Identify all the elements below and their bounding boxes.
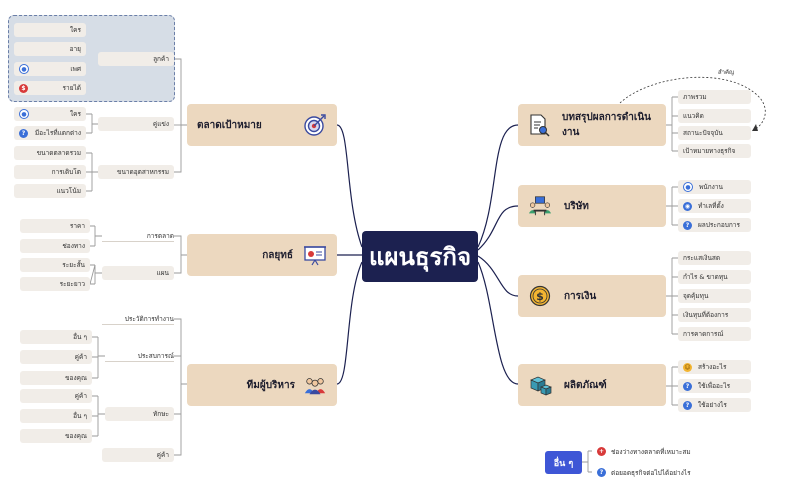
industry-node[interactable]: ขนาดอุตสาหกรรม (98, 165, 174, 179)
company-staff-label: พนักงาน (699, 183, 723, 191)
competitors-node[interactable]: คู่แข่ง (98, 117, 174, 131)
skills-partner[interactable]: คู่ค้า (20, 389, 92, 403)
question-icon: ? (683, 220, 692, 230)
summary-goal[interactable]: เป้าหมายทางธุรกิจ (678, 144, 751, 158)
dollar-icon: $ (19, 83, 28, 93)
finance-funding[interactable]: เงินทุนที่ต้องการ (678, 308, 751, 322)
question-icon: ? (683, 381, 692, 391)
summary-overview[interactable]: ภาพรวม (678, 90, 751, 104)
question-icon: ? (597, 468, 606, 477)
company-location[interactable]: ◉ ทำเลที่ตั้ง (678, 199, 751, 213)
question-icon: ? (683, 400, 692, 410)
plan-short-term[interactable]: ระยะสั้น (20, 258, 90, 272)
customer-income[interactable]: $ รายได้ (14, 81, 86, 95)
skills-node[interactable]: ทักษะ (105, 407, 174, 421)
branch-summary[interactable]: บทสรุปผลการดำเนินงาน (518, 104, 666, 146)
company-performance-label: ผลประกอบการ (698, 221, 740, 229)
partners-node[interactable]: คู่ค้า (102, 448, 174, 462)
customers-node[interactable]: ลูกค้า (98, 52, 174, 66)
finance-breakeven[interactable]: จุดคุ้มทุน (678, 289, 751, 303)
competitor-difference-label: มีอะไรที่แตกต่าง (34, 129, 81, 137)
experience-node[interactable]: ประสบการณ์ (105, 350, 174, 362)
finance-profit-loss[interactable]: กำไร & ขาดทุน (678, 270, 751, 284)
finance-cashflow[interactable]: กระแสเงินสด (678, 251, 751, 265)
person-icon: ● (683, 182, 693, 192)
strategy-price[interactable]: ราคา (20, 219, 90, 233)
competitor-difference[interactable]: ? มีอะไรที่แตกต่าง (14, 126, 86, 140)
boxes-icon (528, 373, 552, 397)
other-market-gap-label: ช่องว่างทางตลาดที่เหมาะสม (611, 447, 691, 456)
branch-company[interactable]: บริษัท (518, 185, 666, 227)
branch-team[interactable]: ทีมผู้บริหาร (187, 364, 337, 406)
smile-icon: ☺ (683, 362, 692, 372)
company-staff[interactable]: ● พนักงาน (678, 180, 751, 194)
competitor-who-label: ใคร (69, 110, 81, 118)
product-what[interactable]: ☺ สร้างอะไร (678, 360, 751, 374)
experience-partner[interactable]: คู่ค้า (20, 350, 92, 364)
product-purpose[interactable]: ? ใช้เพื่ออะไร (678, 379, 751, 393)
central-topic[interactable]: แผนธุรกิจ (362, 231, 478, 282)
experience-other[interactable]: อื่น ๆ (20, 330, 92, 344)
customer-age[interactable]: อายุ (14, 42, 86, 56)
plus-icon: + (597, 447, 606, 456)
presentation-icon (303, 243, 327, 267)
coin-icon: $ (528, 284, 552, 308)
person-icon: ● (19, 64, 29, 74)
history-node[interactable]: ประวัติการทำงาน (102, 313, 174, 325)
customer-gender[interactable]: ● เพศ (14, 62, 86, 76)
meeting-icon (528, 194, 552, 218)
product-purpose-label: ใช้เพื่ออะไร (698, 382, 731, 390)
document-search-icon (528, 113, 550, 137)
customer-who[interactable]: ใคร (14, 23, 86, 37)
skills-yours[interactable]: ของคุณ (20, 429, 92, 443)
person-icon: ● (19, 109, 29, 119)
other-next-step[interactable]: ? ต่อยอดธุรกิจต่อไปได้อย่างไร (592, 466, 702, 479)
other-topic[interactable]: อื่น ๆ (545, 451, 582, 474)
question-icon: ? (19, 128, 28, 138)
branch-finance[interactable]: $ การเงิน (518, 275, 666, 317)
location-icon: ◉ (683, 201, 692, 211)
industry-growth[interactable]: การเติบโต (14, 165, 86, 179)
finance-forecast[interactable]: การคาดการณ์ (678, 327, 751, 341)
relation-label: สำคัญ (718, 69, 735, 76)
other-market-gap[interactable]: + ช่องว่างทางตลาดที่เหมาะสม (592, 445, 691, 458)
summary-status[interactable]: สถานะปัจจุบัน (678, 126, 751, 140)
branch-finance-label: การเงิน (564, 290, 597, 302)
experience-yours[interactable]: ของคุณ (20, 371, 92, 385)
product-usage-label: ใช้อย่างไร (698, 401, 727, 409)
branch-company-label: บริษัท (564, 200, 589, 212)
plan-node[interactable]: แผน (102, 266, 174, 280)
svg-text:$: $ (536, 290, 544, 303)
marketing-strategy-node[interactable]: การตลาด (102, 230, 174, 242)
product-what-label: สร้างอะไร (698, 363, 727, 371)
company-performance[interactable]: ? ผลประกอบการ (678, 218, 751, 232)
branch-summary-label: บทสรุปผลการดำเนินงาน (562, 112, 651, 138)
product-usage[interactable]: ? ใช้อย่างไร (678, 398, 751, 412)
target-icon (303, 113, 327, 137)
company-location-label: ทำเลที่ตั้ง (698, 202, 724, 210)
customer-income-label: รายได้ (62, 84, 81, 92)
branch-marketing[interactable]: ตลาดเป้าหมาย (187, 104, 337, 146)
plan-long-term[interactable]: ระยะยาว (20, 277, 90, 291)
branch-team-label: ทีมผู้บริหาร (246, 379, 295, 391)
industry-trend[interactable]: แนวโน้ม (14, 184, 86, 198)
branch-product[interactable]: ผลิตภัณฑ์ (518, 364, 666, 406)
team-icon (303, 373, 327, 397)
industry-size[interactable]: ขนาดตลาดรวม (14, 146, 86, 160)
customer-gender-label: เพศ (70, 65, 81, 73)
other-next-step-label: ต่อยอดธุรกิจต่อไปได้อย่างไร (611, 468, 691, 477)
branch-strategy-label: กลยุทธ์ (262, 249, 293, 261)
competitor-who[interactable]: ● ใคร (14, 107, 86, 121)
strategy-channel[interactable]: ช่องทาง (20, 239, 90, 253)
skills-other[interactable]: อื่น ๆ (20, 409, 92, 423)
branch-product-label: ผลิตภัณฑ์ (564, 379, 607, 391)
branch-strategy[interactable]: กลยุทธ์ (187, 234, 337, 276)
summary-concept[interactable]: แนวคิด (678, 109, 751, 123)
branch-marketing-label: ตลาดเป้าหมาย (197, 119, 262, 131)
